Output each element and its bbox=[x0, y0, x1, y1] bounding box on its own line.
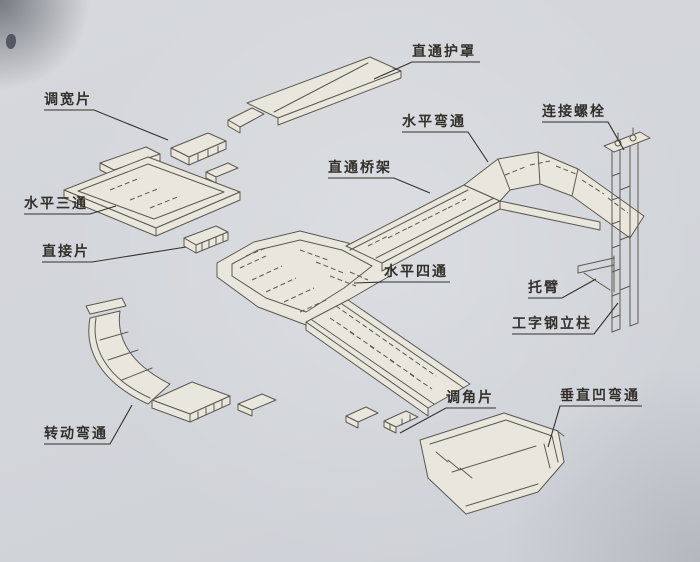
label-connector-piece: 直接片 bbox=[42, 244, 90, 260]
part-rotating-elbow bbox=[85, 297, 277, 423]
label-rotating-elbow: 转动弯通 bbox=[44, 426, 108, 442]
label-connecting-bolt: 连接螺栓 bbox=[542, 104, 606, 120]
label-horizontal-tee: 水平三通 bbox=[24, 196, 88, 212]
label-support-arm: 托臂 bbox=[528, 280, 560, 296]
leader-lines bbox=[24, 61, 642, 448]
label-straight-through-cover: 直通护罩 bbox=[412, 44, 476, 60]
part-i-beam-column bbox=[611, 140, 639, 333]
label-width-adjust-piece: 调宽片 bbox=[44, 92, 92, 108]
label-straight-tray: 直通桥架 bbox=[328, 160, 392, 176]
label-angle-adjust-piece: 调角片 bbox=[446, 390, 494, 406]
part-support-arm bbox=[577, 255, 615, 293]
part-connector-piece bbox=[183, 225, 229, 254]
part-branch-tray bbox=[305, 299, 471, 417]
label-vertical-concave-elbow: 垂直凹弯通 bbox=[560, 388, 640, 404]
part-connecting-bolts bbox=[603, 127, 651, 153]
part-angle-adjust-pieces bbox=[345, 406, 419, 434]
scan-smudge bbox=[6, 34, 16, 49]
part-horizontal-tee bbox=[63, 156, 241, 237]
part-straight-tray bbox=[345, 184, 501, 272]
label-i-beam-column: 工字钢立柱 bbox=[512, 316, 592, 332]
part-horizontal-elbow bbox=[463, 151, 645, 239]
part-straight-through-cover bbox=[227, 56, 402, 134]
label-horizontal-cross: 水平四通 bbox=[384, 264, 448, 280]
label-horizontal-elbow: 水平弯通 bbox=[402, 114, 466, 130]
part-vertical-concave-elbow bbox=[419, 412, 565, 515]
